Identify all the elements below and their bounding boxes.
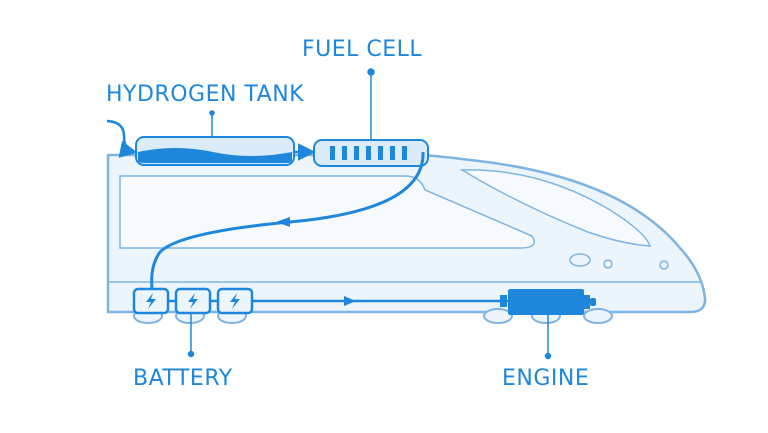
hydrogen-tank-icon <box>135 136 295 166</box>
lightning-bolt-icon <box>146 293 156 309</box>
engine-icon <box>500 289 596 315</box>
hydrogen-input-arrow <box>106 119 138 158</box>
battery-cell-3 <box>216 287 254 315</box>
battery-cell-1 <box>132 287 170 315</box>
hydrogen-tank-label: HYDROGEN TANK <box>106 82 305 107</box>
battery-label: BATTERY <box>133 366 233 391</box>
battery-cell-2 <box>174 287 212 315</box>
fuel-cell-icon <box>313 139 429 167</box>
headlight-large <box>569 253 591 267</box>
battery-to-engine-arrow <box>344 296 356 306</box>
nose-light <box>659 260 669 270</box>
lightning-bolt-icon <box>230 293 240 309</box>
cable-direction-arrow <box>276 217 290 227</box>
engine-label: ENGINE <box>502 366 590 391</box>
fuelcell-to-battery-cable <box>150 151 425 289</box>
headlight-small <box>603 259 613 269</box>
windshield <box>459 169 652 247</box>
battery-pack <box>132 287 254 315</box>
lightning-bolt-icon <box>188 293 198 309</box>
fuel-cell-label: FUEL CELL <box>302 37 423 62</box>
leader-lines <box>187 68 552 360</box>
